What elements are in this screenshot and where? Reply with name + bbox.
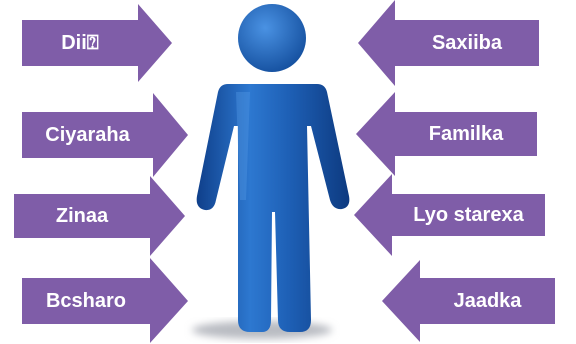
arrow-right-1 (358, 0, 539, 86)
arrow-right-4 (382, 260, 555, 342)
arrow-left-3 (14, 176, 185, 256)
arrow-left-1 (22, 4, 172, 82)
arrow-left-4 (22, 258, 188, 343)
person-head (238, 4, 306, 72)
arrow-right-2 (356, 92, 537, 176)
person-icon (196, 4, 350, 332)
arrow-left-2 (22, 93, 188, 177)
arrow-right-3 (354, 174, 545, 256)
person-highlight (236, 92, 250, 200)
person-body (196, 84, 350, 332)
